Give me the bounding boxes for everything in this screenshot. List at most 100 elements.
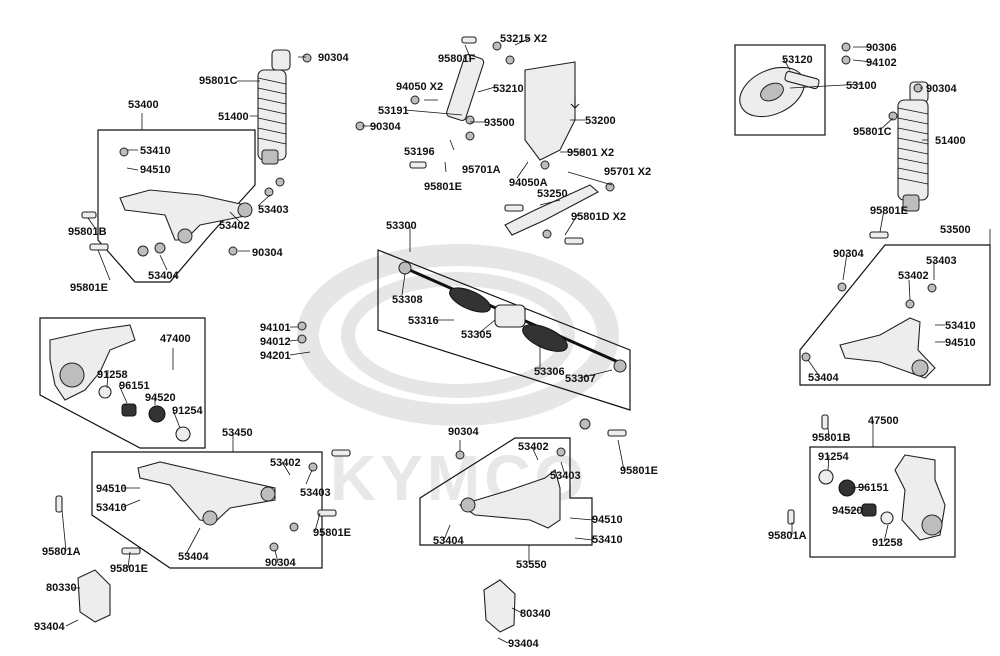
shock-absorber-left (257, 49, 291, 165)
label-53404-rr: 53404 (433, 535, 464, 547)
label-95801E-rl2: 95801E (110, 563, 148, 575)
steering-wheel (739, 66, 820, 118)
label-80340: 80340 (520, 608, 551, 620)
label-94510-fl: 94510 (140, 164, 171, 176)
label-90304-rr: 90304 (448, 426, 479, 438)
label-53305: 53305 (461, 329, 492, 341)
label-94510-fr: 94510 (945, 337, 976, 349)
frame-steering-rack (377, 249, 631, 411)
label-95801A-right: 95801A (768, 530, 807, 542)
label-53410-rl: 53410 (96, 502, 127, 514)
label-95801E-col: 95801E (424, 181, 462, 193)
a-arm-front-left (119, 189, 253, 244)
label-53403-rr: 53403 (550, 470, 581, 482)
label-53300: 53300 (386, 220, 417, 232)
label-53410-fr: 53410 (945, 320, 976, 332)
label-53410-rr: 53410 (592, 534, 623, 546)
label-90304-shock-right: 90304 (926, 83, 957, 95)
label-53316: 53316 (408, 315, 439, 327)
label-95801C-left: 95801C (199, 75, 238, 87)
label-93404-right: 93404 (508, 638, 539, 650)
frame-knuckle-left (39, 317, 206, 449)
label-53450: 53450 (222, 427, 253, 439)
label-53403-fr: 53403 (926, 255, 957, 267)
label-95801E-right: 95801E (870, 205, 908, 217)
label-53210: 53210 (493, 83, 524, 95)
label-95801E-rl: 95801E (313, 527, 351, 539)
hardware-markers (55, 36, 937, 555)
frame-knuckle-right (809, 446, 956, 558)
label-53200: 53200 (585, 115, 616, 127)
label-96151-left: 96151 (119, 380, 150, 392)
steering-rack (398, 261, 627, 373)
label-95701A: 95701A (462, 164, 501, 176)
label-53250: 53250 (537, 188, 568, 200)
a-arm-front-right (839, 317, 936, 379)
frame-a-arm-rear-right (419, 437, 593, 546)
label-53550: 53550 (516, 559, 547, 571)
label-96151-right: 96151 (858, 482, 889, 494)
label-94012: 94012 (260, 336, 291, 348)
label-91258-left: 91258 (97, 369, 128, 381)
label-90304-rl: 90304 (265, 557, 296, 569)
label-51400-left: 51400 (218, 111, 249, 123)
label-93404-left: 93404 (34, 621, 65, 633)
label-95801B-right: 95801B (812, 432, 851, 444)
label-90304-shock-left: 90304 (318, 52, 349, 64)
label-53404-fl: 53404 (148, 270, 179, 282)
steering-column (446, 54, 599, 236)
leader-lines (61, 37, 991, 644)
knuckle-right (818, 454, 946, 541)
label-53402-rr: 53402 (518, 441, 549, 453)
label-53500: 53500 (940, 224, 971, 236)
label-53306: 53306 (534, 366, 565, 378)
label-95801A-left: 95801A (42, 546, 81, 558)
label-53191: 53191 (378, 105, 409, 117)
label-91254-right: 91254 (818, 451, 849, 463)
label-90304-fr: 90304 (833, 248, 864, 260)
knuckle-left (49, 324, 191, 442)
label-53308: 53308 (392, 294, 423, 306)
label-80330: 80330 (46, 582, 77, 594)
label-53404-fr: 53404 (808, 372, 839, 384)
label-91258-right: 91258 (872, 537, 903, 549)
label-53403-fl: 53403 (258, 204, 289, 216)
group-frames (39, 44, 991, 569)
label-53400: 53400 (128, 99, 159, 111)
label-53196: 53196 (404, 146, 435, 158)
label-53307: 53307 (565, 373, 596, 385)
frame-a-arm-rear-left (91, 451, 323, 569)
label-51400-right: 51400 (935, 135, 966, 147)
label-95801-x2: 95801 X2 (567, 147, 614, 159)
label-94101: 94101 (260, 322, 291, 334)
label-53410-fl: 53410 (140, 145, 171, 157)
label-53402-fl: 53402 (219, 220, 250, 232)
a-arm-rear-left (137, 461, 276, 526)
label-94520-left: 94520 (145, 392, 176, 404)
label-95801E-rr: 95801E (620, 465, 658, 477)
label-94050: 94050 X2 (396, 81, 443, 93)
label-94510-rl: 94510 (96, 483, 127, 495)
label-93500: 93500 (484, 117, 515, 129)
label-95801F: 95801F (438, 53, 476, 65)
frame-steering-wheel (734, 44, 826, 136)
arrow-marks (570, 98, 580, 110)
label-95801D: 95801D X2 (571, 211, 626, 223)
label-47400: 47400 (160, 333, 191, 345)
label-94050A: 94050A (509, 177, 548, 189)
shock-absorber-right (897, 81, 929, 212)
label-90304-fl: 90304 (252, 247, 283, 259)
skid-plate-left (77, 569, 111, 623)
label-53215: 53215 X2 (500, 33, 547, 45)
label-90304-col: 90304 (370, 121, 401, 133)
label-47500: 47500 (868, 415, 899, 427)
label-53402-fr: 53402 (898, 270, 929, 282)
label-53403-rl: 53403 (300, 487, 331, 499)
label-53100: 53100 (846, 80, 877, 92)
label-95801C-right: 95801C (853, 126, 892, 138)
label-91254-left: 91254 (172, 405, 203, 417)
label-94201: 94201 (260, 350, 291, 362)
part-labels: 53215 X2 95801F 53210 94050 X2 53191 903… (34, 33, 976, 650)
label-94520-right: 94520 (832, 505, 863, 517)
